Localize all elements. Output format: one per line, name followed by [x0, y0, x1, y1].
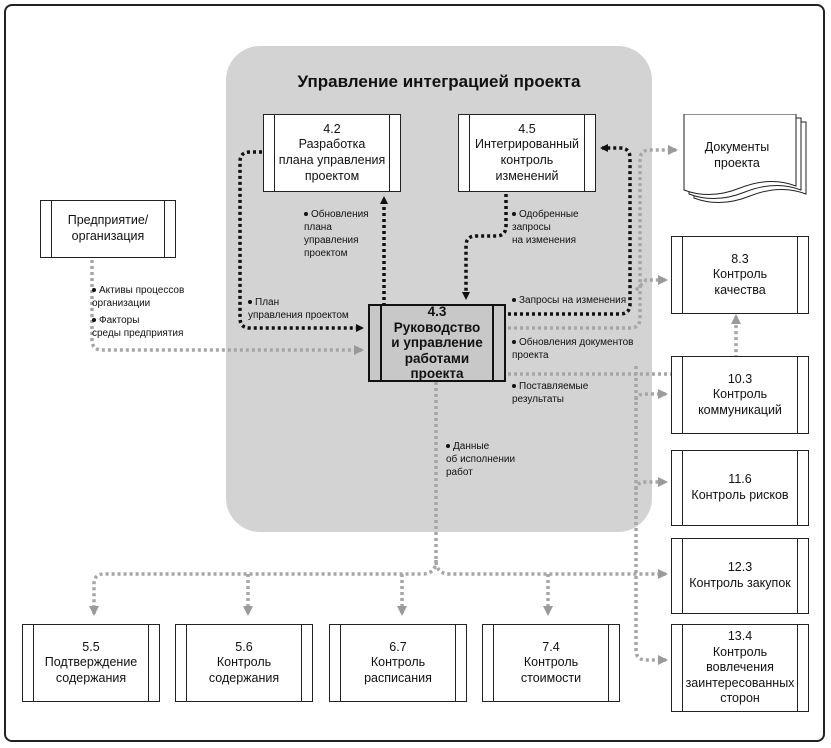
label-plan-updates: Обновления плана управления проектом — [304, 209, 369, 259]
group-title: Управление интеграцией проекта — [297, 72, 581, 91]
process-7-4-box: 7.4 Контроль стоимости — [482, 624, 620, 702]
label-approved-requests: Одобренные запросы на изменения — [512, 209, 579, 246]
diagram-frame — [4, 4, 825, 742]
process-5-5-box: 5.5 Подтверждение содержания — [22, 624, 160, 702]
project-documents-label: Документы проекта — [704, 140, 770, 170]
label-deliverables: Поставляемые результаты — [512, 381, 589, 405]
process-13-4-box: 13.4 Контроль вовлечения заинтересованны… — [671, 624, 809, 712]
label-env-factors: Факторы среды предприятия — [92, 315, 184, 339]
process-4-5-box: 4.5 Интегрированный контроль изменений — [458, 114, 596, 192]
label-pm-plan: План управления проектом — [248, 297, 349, 321]
process-5-6-box: 5.6 Контроль содержания — [175, 624, 313, 702]
process-10-3-box: 10.3 Контроль коммуникаций — [671, 356, 809, 434]
label-work-data: Данные об исполнении работ — [446, 441, 516, 478]
process-6-7-box: 6.7 Контроль расписания — [329, 624, 467, 702]
process-4-2-box: 4.2 Разработка плана управления проектом — [263, 114, 401, 192]
process-4-3-box: 4.3 Руководство и управление работами пр… — [368, 304, 506, 382]
label-change-requests: Запросы на изменения — [512, 294, 626, 307]
documents-stack-icon — [683, 114, 807, 203]
process-8-3-box: 8.3 Контроль качества — [671, 236, 809, 314]
process-11-6-box: 11.6 Контроль рисков — [671, 450, 809, 526]
label-org-assets: Активы процессов организации — [92, 285, 185, 309]
label-doc-updates: Обновления документов проекта — [512, 337, 634, 361]
enterprise-organization-box: Предприятие/ организация — [40, 200, 176, 258]
process-12-3-box: 12.3 Контроль закупок — [671, 538, 809, 614]
